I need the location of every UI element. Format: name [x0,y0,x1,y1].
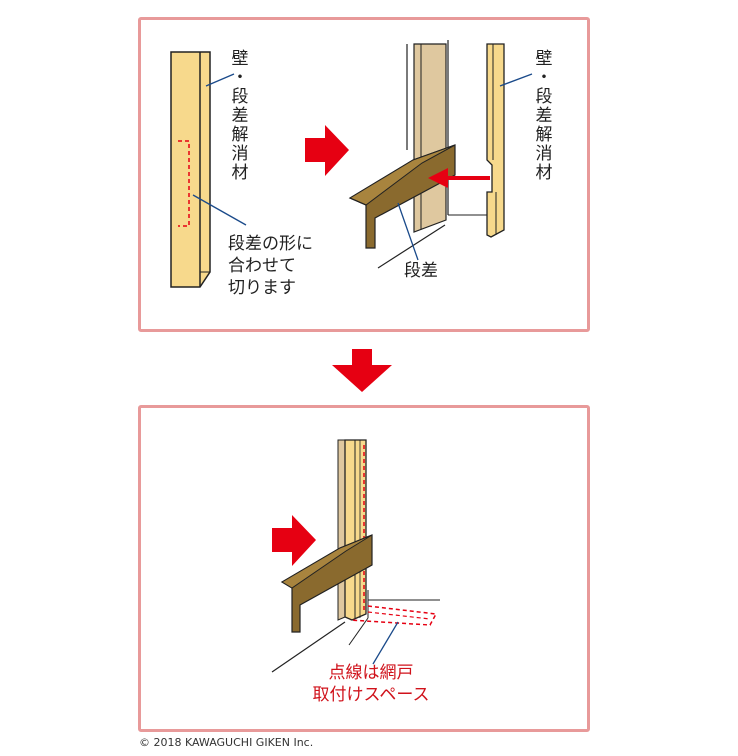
dashed-note: 点線は網戸 取付けスペース [312,663,430,705]
right-arrow-icon [305,125,349,176]
wall-step-scene [348,40,533,269]
copyright-text: © 2018 KAWAGUCHI GIKEN Inc. [139,736,314,749]
cut-note: 段差の形に 合わせて 切ります [228,234,313,298]
step-material-board-left [170,51,247,288]
right-arrow-icon-bottom [272,515,316,566]
wall-step-material-label-left: 壁 ・ 段 差 解 消 材 [231,49,249,183]
top-panel [138,17,590,332]
wall-step-material-label-right: 壁 ・ 段 差 解 消 材 [535,49,553,183]
installed-scene [271,439,440,673]
step-label: 段差 [404,261,438,281]
down-arrow-icon [332,349,392,392]
